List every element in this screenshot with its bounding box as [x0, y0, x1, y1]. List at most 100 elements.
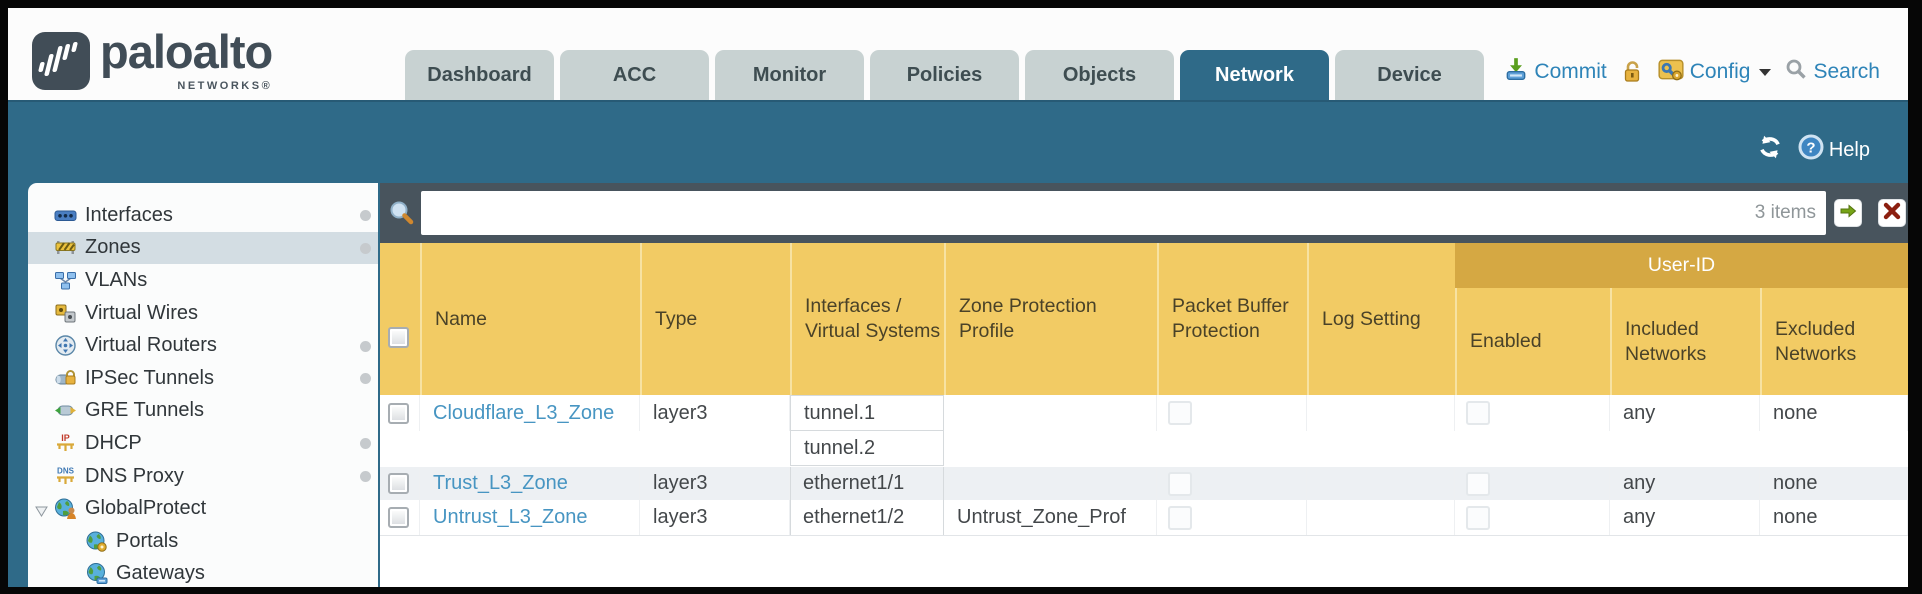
select-all-checkbox[interactable]: [388, 327, 409, 348]
config-label: Config: [1689, 60, 1751, 83]
sidebar-item-gateways[interactable]: Gateways: [28, 558, 378, 587]
clear-filter-icon: [1882, 201, 1902, 226]
sidebar-item-zones[interactable]: Zones: [28, 231, 378, 265]
sidebar-item-gre-tunnels[interactable]: GRE Tunnels: [28, 395, 378, 428]
tab-monitor[interactable]: Monitor: [715, 50, 864, 100]
zone-name-link[interactable]: Trust_L3_Zone: [433, 472, 568, 494]
sidebar-item-ipsec-tunnels[interactable]: IPSec Tunnels: [28, 362, 378, 395]
sidebar-item-label: Virtual Wires: [85, 301, 198, 324]
zone-protection-profile-cell: Untrust_Zone_Prof: [944, 500, 1157, 535]
tab-dashboard[interactable]: Dashboard: [405, 50, 554, 100]
virtual-wires-icon: [54, 302, 77, 325]
column-header-zone-protection-profile[interactable]: Zone Protection Profile: [944, 243, 1157, 395]
packet-buffer-checkbox[interactable]: [1168, 505, 1192, 530]
brand-subtitle: NETWORKS®: [177, 80, 273, 92]
sidebar-item-label: Portals: [116, 529, 179, 552]
included-networks-cell: any: [1610, 500, 1760, 535]
sidebar-item-label: GlobalProtect: [85, 497, 207, 520]
item-count-label: 3 items: [1754, 202, 1816, 223]
expander-icon[interactable]: [35, 504, 48, 517]
brand-logo: paloalto NETWORKS®: [32, 26, 273, 93]
row-select-cell: [380, 395, 420, 431]
band-utilities: ? Help: [1756, 133, 1870, 167]
commit-icon: [1503, 56, 1529, 88]
vlans-icon: [54, 269, 77, 292]
search-icon: [1784, 57, 1808, 87]
filter-input[interactable]: [421, 191, 1826, 235]
zone-name-cell: Untrust_L3_Zone: [420, 500, 640, 535]
refresh-icon[interactable]: [1756, 134, 1784, 166]
filter-bar: 3 items: [380, 183, 1908, 243]
table-row: Untrust_L3_Zone layer3 ethernet1/2 Untru…: [380, 500, 1908, 536]
packet-buffer-checkbox[interactable]: [1168, 401, 1192, 425]
interface-item: tunnel.1: [790, 395, 944, 431]
help-label: Help: [1828, 138, 1870, 161]
sidebar-item-dhcp[interactable]: IP DHCP: [28, 427, 378, 460]
enabled-cell: [1455, 500, 1610, 535]
column-header-type[interactable]: Type: [640, 243, 790, 395]
sidebar-item-dns-proxy[interactable]: DNS DNS Proxy: [28, 460, 378, 493]
interfaces-cell: tunnel.1 tunnel.2: [790, 395, 944, 467]
tab-device[interactable]: Device: [1335, 50, 1484, 100]
table-body: Cloudflare_L3_Zone layer3 tunnel.1 tunne…: [380, 395, 1908, 536]
apply-filter-button[interactable]: [1834, 199, 1862, 227]
zone-name-link[interactable]: Untrust_L3_Zone: [433, 506, 588, 528]
sidebar-item-globalprotect[interactable]: GlobalProtect: [28, 492, 378, 525]
column-header-log-setting[interactable]: Log Setting: [1307, 243, 1455, 395]
user-id-group-header: User-ID: [1455, 243, 1908, 288]
search-button[interactable]: Search: [1784, 57, 1880, 87]
column-header-name[interactable]: Name: [420, 243, 640, 395]
tab-network[interactable]: Network: [1180, 50, 1329, 100]
column-header-enabled[interactable]: Enabled: [1455, 288, 1610, 395]
lock-icon[interactable]: [1620, 59, 1644, 85]
column-header-interfaces[interactable]: Interfaces / Virtual Systems: [790, 243, 944, 395]
top-bar: paloalto NETWORKS® Dashboard ACC Monitor…: [8, 8, 1908, 100]
enabled-checkbox[interactable]: [1466, 471, 1490, 496]
table-row: Trust_L3_Zone layer3 ethernet1/1 any non…: [380, 467, 1908, 500]
sidebar-item-virtual-wires[interactable]: Virtual Wires: [28, 297, 378, 330]
toolbar: Commit Config Search: [1503, 56, 1880, 88]
help-button[interactable]: ? Help: [1797, 133, 1870, 167]
enabled-checkbox[interactable]: [1466, 505, 1490, 530]
sidebar-item-vlans[interactable]: VLANs: [28, 264, 378, 297]
packet-buffer-checkbox[interactable]: [1168, 471, 1192, 496]
pin-dot: [360, 210, 371, 222]
commit-button[interactable]: Commit: [1503, 56, 1607, 88]
brand-text: paloalto NETWORKS®: [100, 26, 273, 93]
tab-policies[interactable]: Policies: [870, 50, 1019, 100]
zone-name-link[interactable]: Cloudflare_L3_Zone: [433, 401, 615, 424]
zone-protection-profile-cell: [944, 467, 1157, 500]
tab-objects[interactable]: Objects: [1025, 50, 1174, 100]
sidebar-list: Interfaces Zones VLANs Virtual Wires Vir…: [28, 199, 378, 587]
sidebar-item-label: IPSec Tunnels: [85, 366, 214, 389]
ipsec-tunnels-icon: [54, 367, 77, 390]
zones-icon: [54, 236, 77, 259]
zone-type-cell: layer3: [640, 395, 790, 431]
sidebar-item-label: Zones: [85, 236, 141, 259]
log-setting-cell: [1307, 395, 1455, 431]
row-checkbox[interactable]: [388, 507, 409, 528]
sidebar-item-label: Gateways: [116, 562, 205, 585]
column-header-excluded-networks[interactable]: Excluded Networks: [1760, 288, 1908, 395]
pin-dot: [360, 438, 371, 450]
row-checkbox[interactable]: [388, 473, 409, 494]
sidebar-item-interfaces[interactable]: Interfaces: [28, 199, 378, 232]
row-select-cell: [380, 500, 420, 535]
column-header-included-networks[interactable]: Included Networks: [1610, 288, 1760, 395]
tab-acc[interactable]: ACC: [560, 50, 709, 100]
row-checkbox[interactable]: [388, 402, 409, 424]
included-networks-cell: any: [1610, 467, 1760, 500]
sidebar-item-label: GRE Tunnels: [85, 399, 204, 422]
log-setting-cell: [1307, 467, 1455, 500]
enabled-checkbox[interactable]: [1466, 401, 1490, 425]
sidebar-item-virtual-routers[interactable]: Virtual Routers: [28, 329, 378, 362]
zone-protection-profile-cell: [944, 395, 1157, 431]
pin-dot: [360, 242, 371, 254]
config-menu[interactable]: Config: [1657, 56, 1772, 88]
zone-type-cell: layer3: [640, 500, 790, 535]
sidebar-item-portals[interactable]: Portals: [28, 525, 378, 558]
column-header-packet-buffer-protection[interactable]: Packet Buffer Protection: [1157, 243, 1307, 395]
interfaces-cell: ethernet1/2: [790, 500, 944, 535]
main-panel: 3 items Name Type Interfaces / Virtual S…: [380, 183, 1908, 587]
clear-filter-button[interactable]: [1878, 199, 1906, 227]
